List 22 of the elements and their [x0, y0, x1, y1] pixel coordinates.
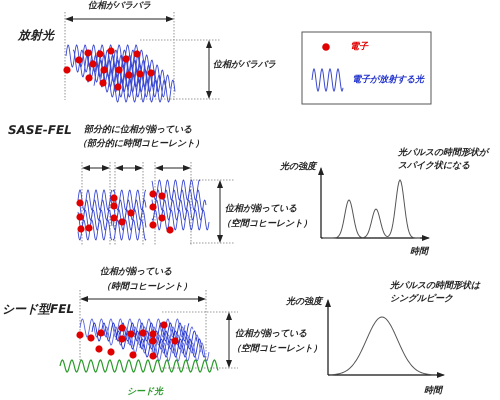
dimension-label: （空間コヒーレント） — [232, 343, 322, 356]
section-title: シード型FEL — [2, 301, 74, 317]
axis-label: 時間 — [424, 385, 442, 398]
wave-label: シード光 — [127, 386, 163, 399]
dimension-label: 位相がバラバラ — [88, 0, 151, 13]
annotation-text: 光パルスの時間形状はシングルピーク — [390, 280, 482, 306]
legend-text: 電子が放射する光 — [352, 74, 424, 87]
legend-text: 電子 — [350, 41, 368, 54]
dimension-label: 位相が揃っている — [225, 203, 297, 216]
section-title: 放射光 — [18, 27, 54, 43]
section-title: SASE-FEL — [8, 122, 72, 138]
dimension-label: 位相がバラバラ — [213, 59, 276, 72]
dimension-label: 位相が揃っている — [100, 266, 172, 279]
dimension-label: （部分的に時間コヒーレント） — [78, 138, 204, 151]
axis-label: 時間 — [410, 246, 428, 259]
dimension-label: （時間コヒーレント） — [102, 281, 192, 294]
axis-label: 光の強度 — [286, 296, 322, 309]
dimension-label: （空間コヒーレント） — [222, 218, 312, 231]
dimension-label: 位相が揃っている — [235, 328, 307, 341]
axis-label: 光の強度 — [280, 161, 316, 174]
annotation-text: 光パルスの時間形状がスパイク状になる — [398, 147, 490, 173]
dimension-label: 部分的に位相が揃っている — [84, 124, 192, 137]
